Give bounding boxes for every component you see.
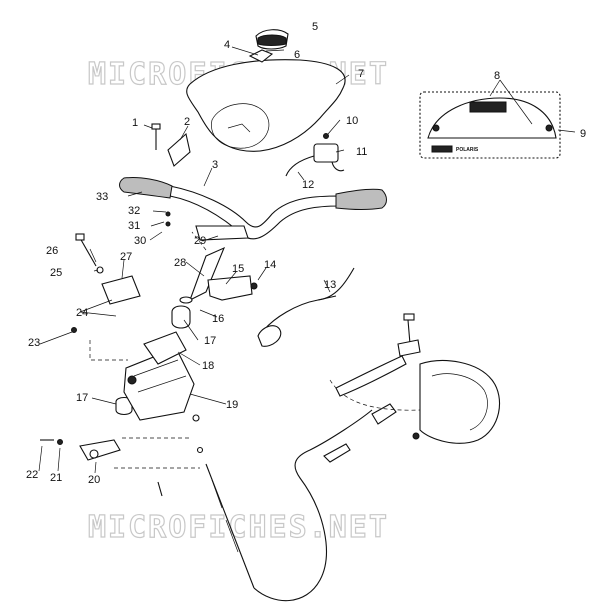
pod-brand: POLARIS: [456, 147, 479, 153]
callout-22: 22: [26, 469, 38, 481]
throttle-cable: [257, 267, 355, 347]
callout-26: 26: [46, 245, 58, 257]
callout-4: 4: [224, 39, 230, 51]
leader-lines: [38, 46, 576, 474]
steering-arm: [40, 439, 121, 461]
screw-and-clip: [151, 123, 191, 167]
callout-6: 6: [294, 49, 300, 61]
handlebar-cover: [186, 59, 346, 152]
callout-30: 30: [134, 235, 146, 247]
callout-1: 1: [132, 117, 138, 129]
instrument-pod: POLARIS: [419, 91, 561, 159]
callout-21: 21: [50, 472, 62, 484]
top-cap: [248, 29, 289, 63]
callout-9: 9: [580, 128, 586, 140]
callout-32: 32: [128, 205, 140, 217]
hardware: [157, 211, 204, 497]
callout-3: 3: [212, 159, 218, 171]
handlebar: [119, 177, 387, 241]
pump-nozzle: [329, 313, 501, 444]
throttle-switch: [285, 133, 345, 177]
callout-11: 11: [356, 146, 367, 158]
callout-15: 15: [232, 263, 244, 275]
mount-plate: [71, 233, 141, 333]
callout-25: 25: [50, 267, 62, 279]
callout-28: 28: [174, 257, 186, 269]
callout-13: 13: [324, 279, 336, 291]
steering-cable: [205, 403, 397, 602]
steering-post: [189, 246, 258, 302]
callout-31: 31: [128, 220, 140, 232]
callout-17-upper: 17: [204, 335, 216, 347]
callout-19: 19: [226, 399, 238, 411]
steering-block: [123, 331, 195, 421]
callout-14: 14: [264, 259, 276, 271]
callout-2: 2: [184, 116, 190, 128]
callout-27: 27: [120, 251, 132, 263]
callout-18: 18: [202, 360, 214, 372]
reference-lines: [89, 231, 207, 469]
callout-29: 29: [194, 235, 206, 247]
callouts: 5 4 6 7 8 9 1 2 3 10 11 12 33 32 31 30 2…: [26, 21, 586, 486]
callout-12: 12: [302, 179, 314, 191]
callout-10: 10: [346, 115, 358, 127]
callout-8: 8: [494, 70, 500, 82]
callout-7: 7: [358, 68, 364, 80]
callout-23: 23: [28, 337, 40, 349]
callout-33: 33: [96, 191, 108, 203]
callout-16: 16: [212, 313, 224, 325]
callout-20: 20: [88, 474, 100, 486]
callout-5: 5: [312, 21, 318, 33]
watermark-bottom: MICROFICHES.NET: [88, 510, 389, 545]
callout-24: 24: [76, 307, 88, 319]
callout-17-lower: 17: [76, 392, 88, 404]
